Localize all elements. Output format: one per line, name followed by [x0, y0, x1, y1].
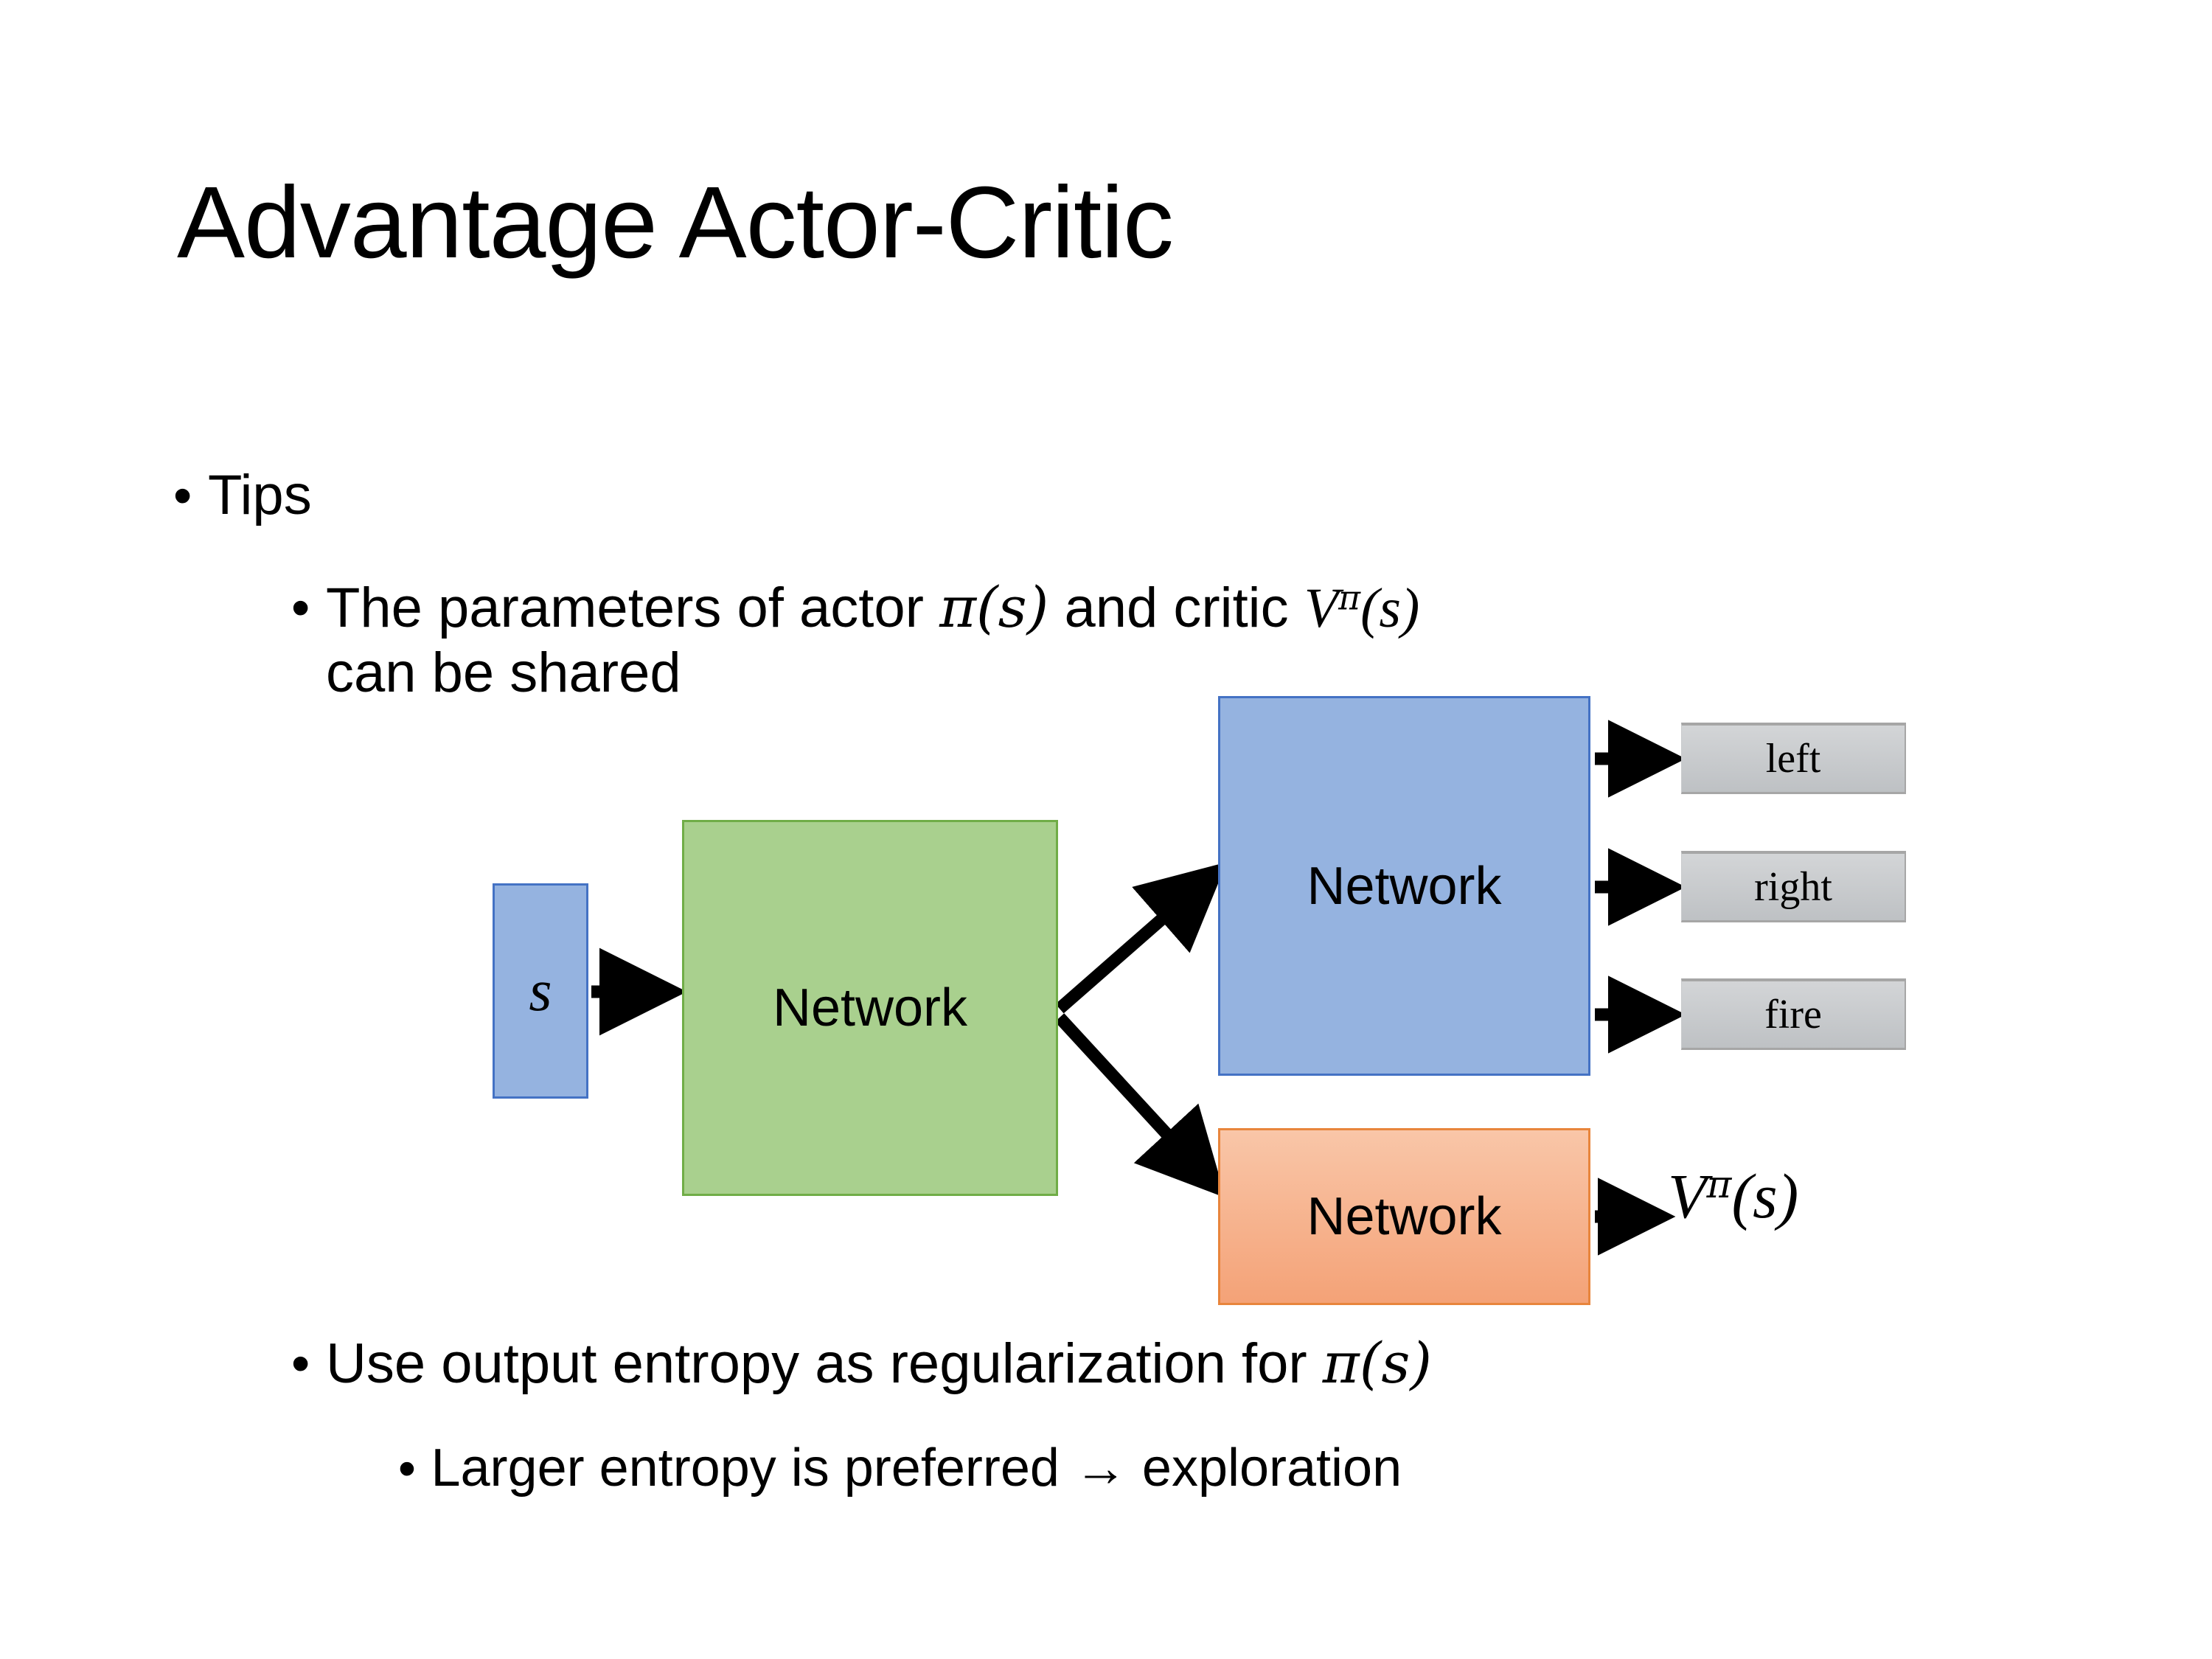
bullet-entropy-text: Use output entropy as regularization for… [325, 1330, 2061, 1397]
actor-network-box: Network [1218, 696, 1590, 1076]
value-superscript: π [1706, 1163, 1732, 1208]
bullet-larger-entropy: • Larger entropy is preferred → explorat… [398, 1438, 2094, 1500]
arrow-shared-to-actor [1055, 862, 1227, 1014]
parameters-middle: and critic [1048, 577, 1304, 639]
value-argument: (s) [1731, 1161, 1799, 1231]
math-critic-superscript: π [1338, 578, 1361, 618]
entropy-prefix: Use output entropy as regularization for [325, 1332, 1323, 1395]
page-title: Advantage Actor-Critic [177, 166, 1174, 279]
state-label: s [529, 959, 552, 1023]
action-output-right: right [1681, 851, 1906, 922]
bullet-marker-icon: • [398, 1441, 416, 1498]
bullet-marker-icon: • [173, 466, 192, 526]
action-output-left: left [1681, 723, 1906, 794]
critic-network-label: Network [1307, 1187, 1502, 1246]
bullet-larger-entropy-label: Larger entropy is preferred → exploratio… [431, 1439, 1402, 1498]
bullet-entropy-regularization: • Use output entropy as regularization f… [291, 1330, 2061, 1397]
math-policy: π(s) [1322, 1330, 1433, 1396]
critic-value-output: Vπ(s) [1668, 1159, 1798, 1233]
action-label-right: right [1754, 864, 1832, 910]
math-actor-policy: π(s) [939, 574, 1049, 640]
shared-network-label: Network [772, 978, 968, 1037]
parameters-prefix: The parameters of actor [325, 577, 940, 639]
action-label-left: left [1765, 736, 1821, 782]
shared-network-box: Network [682, 820, 1058, 1196]
bullet-parameters-shared: • The parameters of actor π(s) and criti… [291, 574, 2046, 706]
state-input-box: s [493, 883, 588, 1099]
value-base: V [1668, 1161, 1707, 1231]
critic-network-box: Network [1218, 1128, 1590, 1305]
math-critic-argument: (s) [1360, 577, 1420, 639]
parameters-line2: can be shared [325, 641, 681, 705]
bullet-tips-label: Tips [207, 464, 312, 526]
actor-network-label: Network [1307, 856, 1502, 916]
bullet-marker-icon: • [291, 578, 310, 638]
action-output-fire: fire [1681, 978, 1906, 1050]
bullet-parameters-text: The parameters of actor π(s) and critic … [325, 574, 2046, 706]
bullet-tips: • Tips [173, 463, 312, 528]
math-critic-base: V [1304, 577, 1339, 639]
bullet-marker-icon: • [291, 1334, 310, 1394]
arrow-shared-to-critic [1054, 1013, 1226, 1198]
action-label-fire: fire [1764, 992, 1822, 1037]
